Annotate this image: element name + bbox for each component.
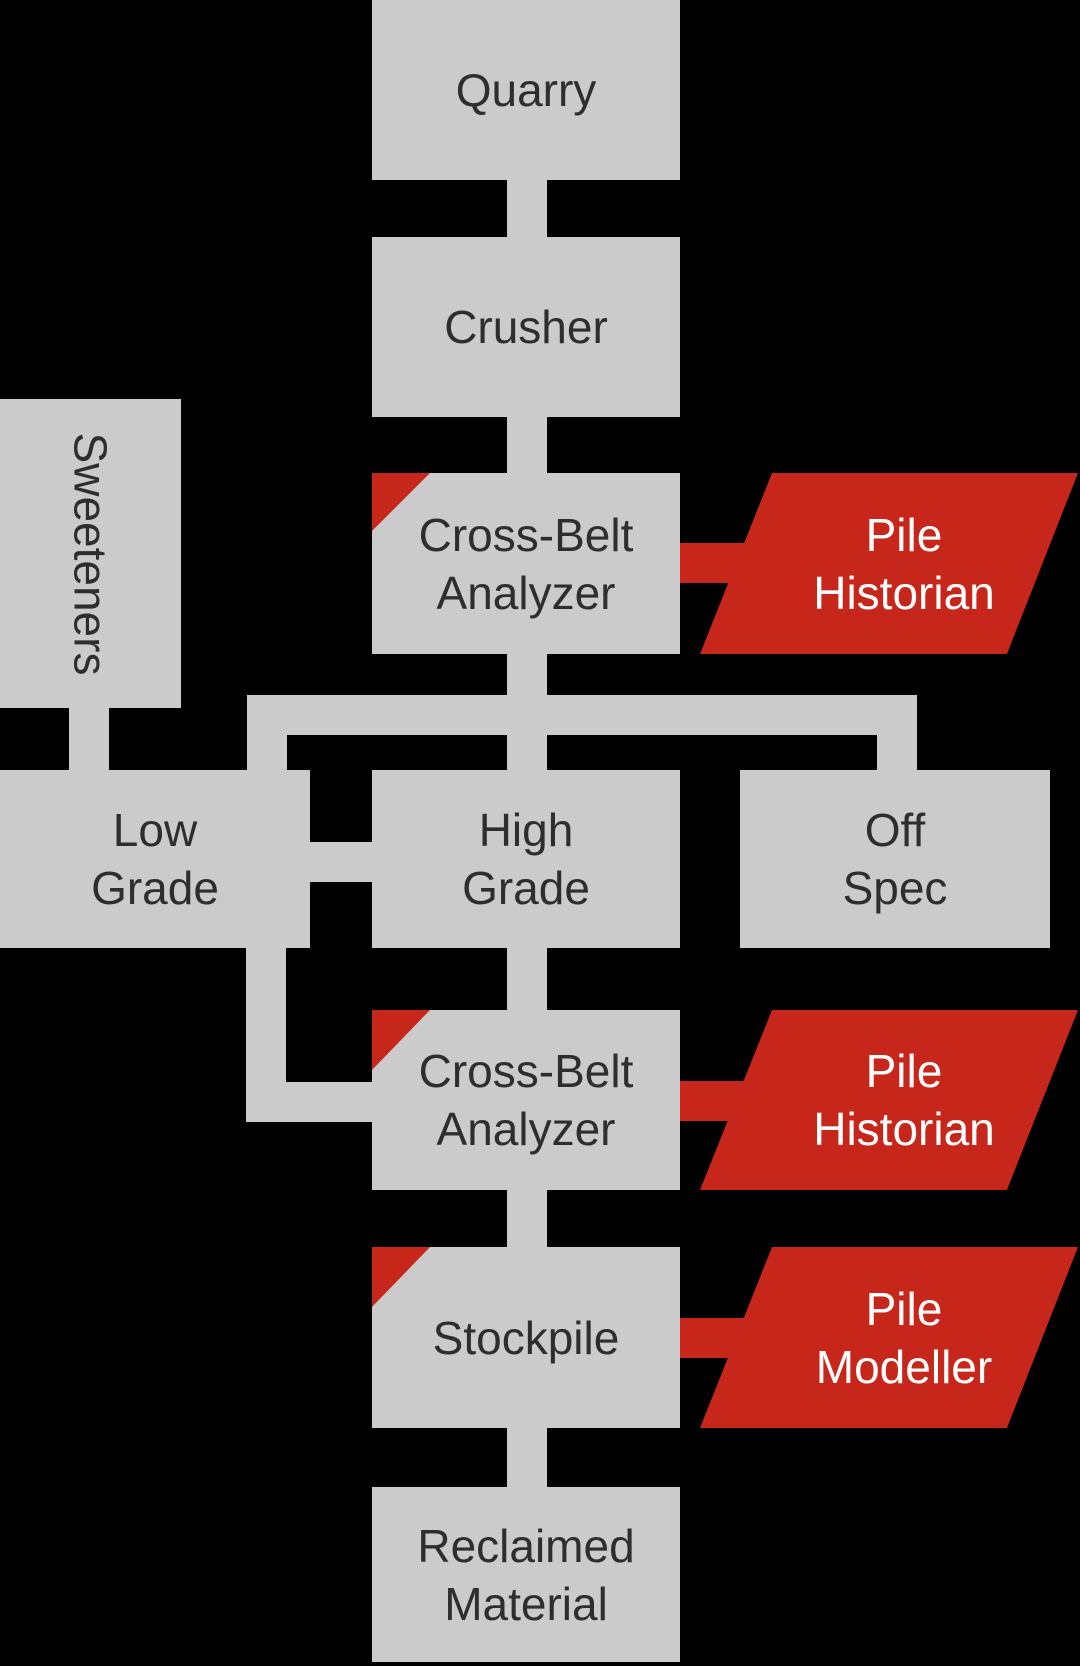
drop-to-high-grade: [507, 735, 547, 770]
node-pile-historian-2: Pile Historian: [700, 1010, 1078, 1190]
connector-low-to-analyzer2: [246, 1082, 372, 1122]
node-pile-historian-1: Pile Historian: [700, 473, 1078, 654]
distribution-rail: [247, 695, 917, 735]
connector-analyzer2-stockpile: [507, 1190, 547, 1247]
node-low-grade-label: Low Grade: [91, 801, 219, 917]
node-high-grade: High Grade: [372, 770, 680, 948]
node-pile-modeller-label: Pile Modeller: [816, 1280, 992, 1396]
node-stockpile-label: Stockpile: [432, 1311, 620, 1364]
label-line: Reclaimed: [417, 1519, 635, 1572]
connector-analyzer1-rail: [507, 654, 547, 695]
label-line: Pile: [865, 1045, 943, 1097]
node-cross-belt-analyzer-1: Cross-Belt Analyzer: [372, 473, 680, 654]
label-line: Modeller: [815, 1340, 993, 1393]
label-line: Pile: [865, 1282, 943, 1335]
node-cross-belt-analyzer-2-label: Cross-Belt Analyzer: [419, 1042, 634, 1158]
node-low-grade: Low Grade: [0, 770, 310, 948]
drop-to-off-spec: [877, 735, 917, 770]
label-line: High: [478, 804, 574, 856]
label-line: Spec: [842, 862, 948, 914]
node-off-spec: Off Spec: [740, 770, 1050, 948]
node-crusher-label: Crusher: [444, 301, 608, 353]
node-reclaimed-material: Reclaimed Material: [372, 1487, 680, 1662]
node-crusher: Crusher: [372, 237, 680, 417]
node-quarry-label: Quarry: [455, 64, 597, 116]
node-pile-modeller: Pile Modeller: [700, 1247, 1078, 1428]
label-line: Historian: [813, 566, 995, 619]
node-pile-historian-1-label: Pile Historian: [813, 506, 995, 622]
node-cross-belt-analyzer-2: Cross-Belt Analyzer: [372, 1010, 680, 1190]
label-line: Off: [864, 804, 926, 856]
node-reclaimed-material-label: Reclaimed Material: [417, 1517, 634, 1633]
connector-quarry-crusher: [507, 180, 547, 237]
connector-high-analyzer2: [507, 948, 547, 1010]
node-quarry: Quarry: [372, 0, 680, 180]
node-cross-belt-analyzer-1-label: Cross-Belt Analyzer: [419, 506, 634, 622]
node-pile-historian-2-label: Pile Historian: [813, 1042, 995, 1158]
label-line: Cross-Belt: [418, 508, 634, 561]
connector-stockpile-reclaimed: [507, 1428, 547, 1487]
node-sweeteners: Sweeteners: [0, 399, 181, 708]
connector-crusher-analyzer1: [507, 417, 547, 473]
node-stockpile: Stockpile: [372, 1247, 680, 1428]
node-sweeteners-label: Sweeteners: [64, 432, 117, 675]
label-line: Low: [112, 804, 198, 856]
label-line: Grade: [91, 862, 219, 914]
connector-sweeteners-low: [69, 708, 109, 770]
label-line: Cross-Belt: [418, 1045, 634, 1097]
label-line: Material: [444, 1577, 608, 1630]
label-line: Pile: [865, 508, 943, 561]
label-line: Historian: [813, 1103, 995, 1155]
drop-to-low-grade: [247, 735, 287, 770]
label-line: Analyzer: [436, 566, 616, 619]
connector-low-high: [310, 842, 372, 882]
node-off-spec-label: Off Spec: [843, 801, 948, 917]
label-line: Grade: [462, 862, 590, 914]
node-high-grade-label: High Grade: [462, 801, 590, 917]
label-line: Analyzer: [436, 1103, 616, 1155]
